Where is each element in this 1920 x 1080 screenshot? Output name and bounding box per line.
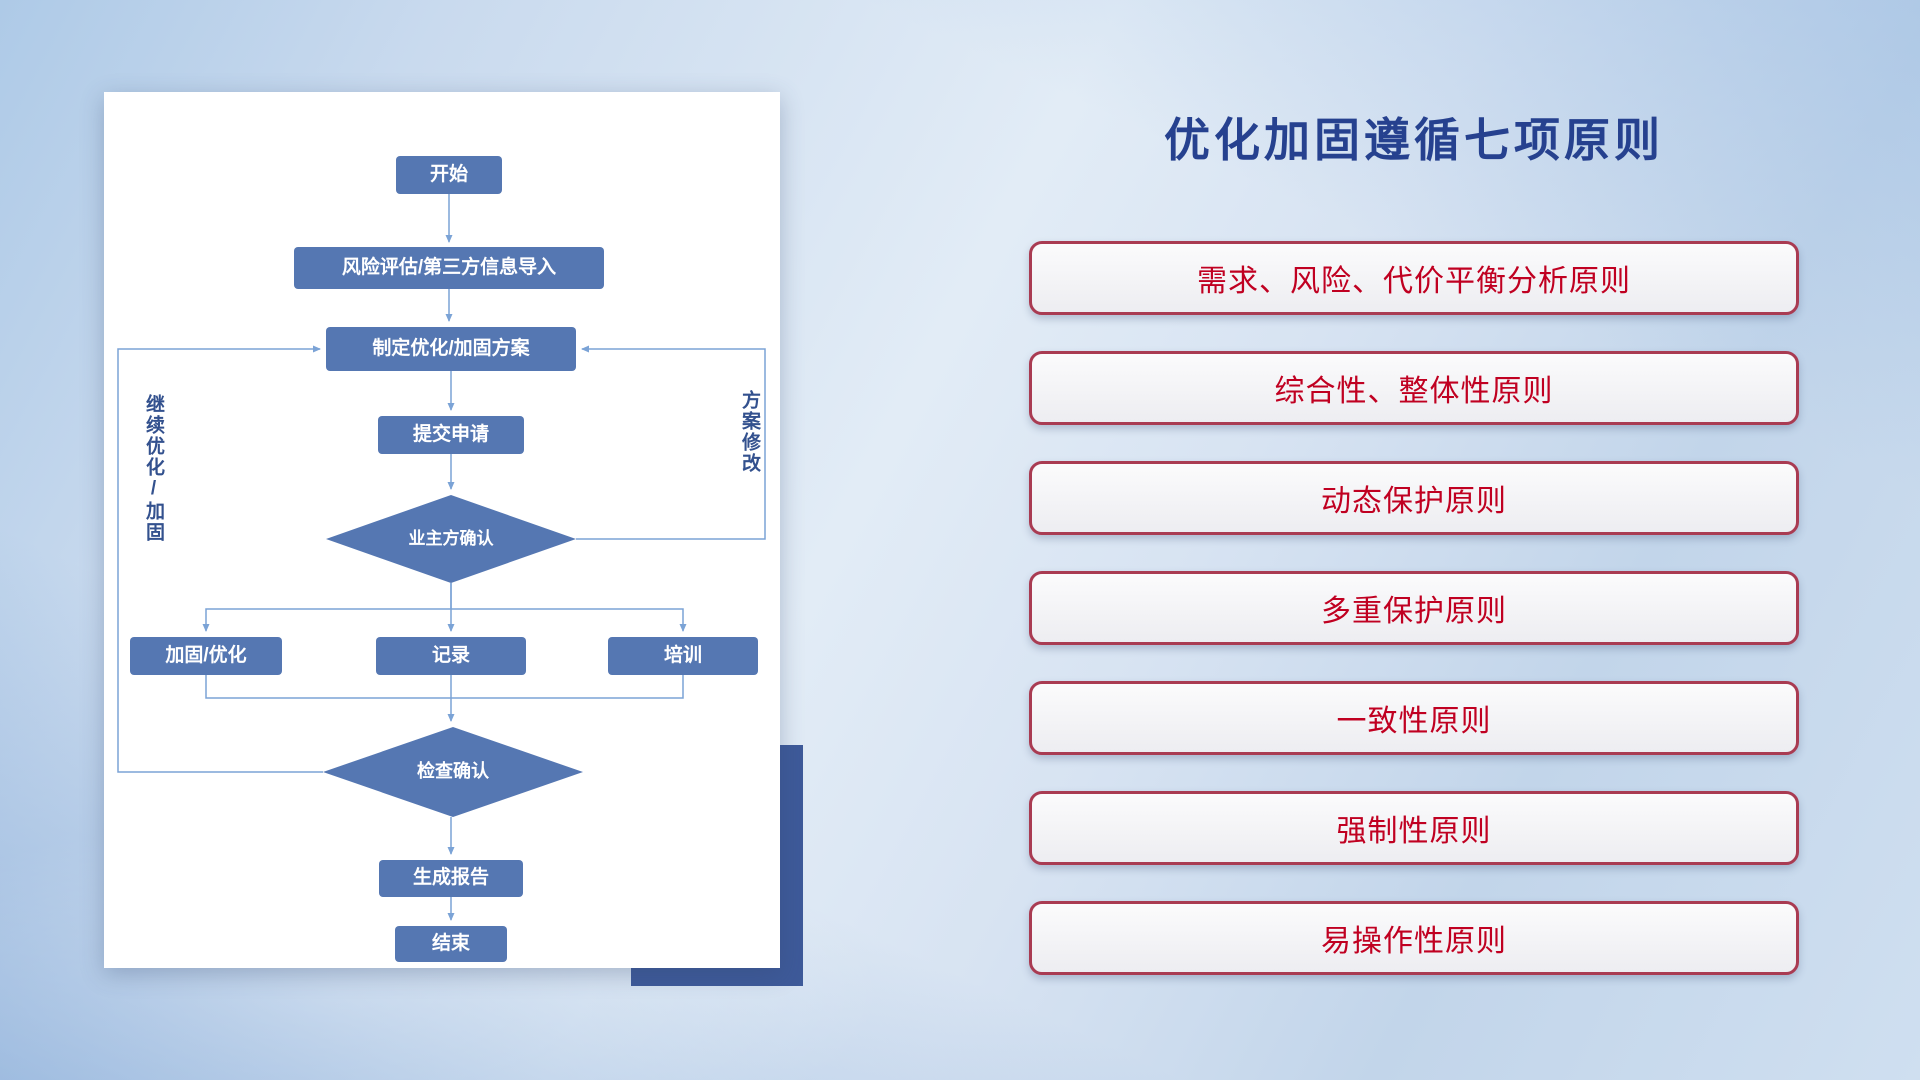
principle-item-3-label: 动态保护原则 [1321, 485, 1507, 518]
flow-node-record: 记录 [376, 637, 526, 675]
flow-decision-owner-confirm-label: 业主方确认 [408, 528, 494, 548]
flow-node-end: 结束 [395, 926, 507, 962]
flow-node-make-plan: 制定优化/加固方案 [326, 327, 576, 371]
flowchart-panel: 开始 风险评估/第三方信息导入 制定优化/加固方案 提交申请 业主方确认 加固/… [104, 92, 780, 968]
flow-node-report: 生成报告 [379, 860, 523, 897]
principle-item-6-label: 强制性原则 [1336, 815, 1492, 848]
flow-node-start: 开始 [396, 156, 502, 194]
flow-decision-check-confirm-label: 检查确认 [417, 761, 489, 782]
principle-item-5-label: 一致性原则 [1336, 705, 1492, 738]
principles-section: 优化加固遵循七项原则 需求、风险、代价平衡分析原则 综合性、整体性原则 动态保护… [1029, 104, 1799, 975]
principle-item-6: 强制性原则 [1029, 791, 1799, 865]
principle-item-2: 综合性、整体性原则 [1029, 351, 1799, 425]
flowchart-connectors [117, 194, 766, 921]
flow-node-submit: 提交申请 [378, 416, 524, 454]
principle-item-4-label: 多重保护原则 [1321, 595, 1507, 628]
principle-item-4: 多重保护原则 [1029, 571, 1799, 645]
flow-node-training: 培训 [608, 637, 758, 675]
principle-item-3: 动态保护原则 [1029, 461, 1799, 535]
principle-item-2-label: 综合性、整体性原则 [1274, 375, 1554, 408]
principle-item-5: 一致性原则 [1029, 681, 1799, 755]
principle-item-1: 需求、风险、代价平衡分析原则 [1029, 241, 1799, 315]
principles-list: 需求、风险、代价平衡分析原则 综合性、整体性原则 动态保护原则 多重保护原则 一… [1029, 241, 1799, 975]
flow-node-risk-import: 风险评估/第三方信息导入 [294, 247, 604, 289]
principle-item-1-label: 需求、风险、代价平衡分析原则 [1197, 265, 1631, 298]
flow-label-continue-optimize: 继续优化/加固 [143, 394, 164, 543]
flow-node-reinforce: 加固/优化 [130, 637, 282, 675]
flow-label-plan-revise: 方案修改 [739, 390, 760, 474]
principle-item-7: 易操作性原则 [1029, 901, 1799, 975]
page-title: 优化加固遵循七项原则 [1164, 114, 1664, 166]
principle-item-7-label: 易操作性原则 [1321, 925, 1507, 958]
